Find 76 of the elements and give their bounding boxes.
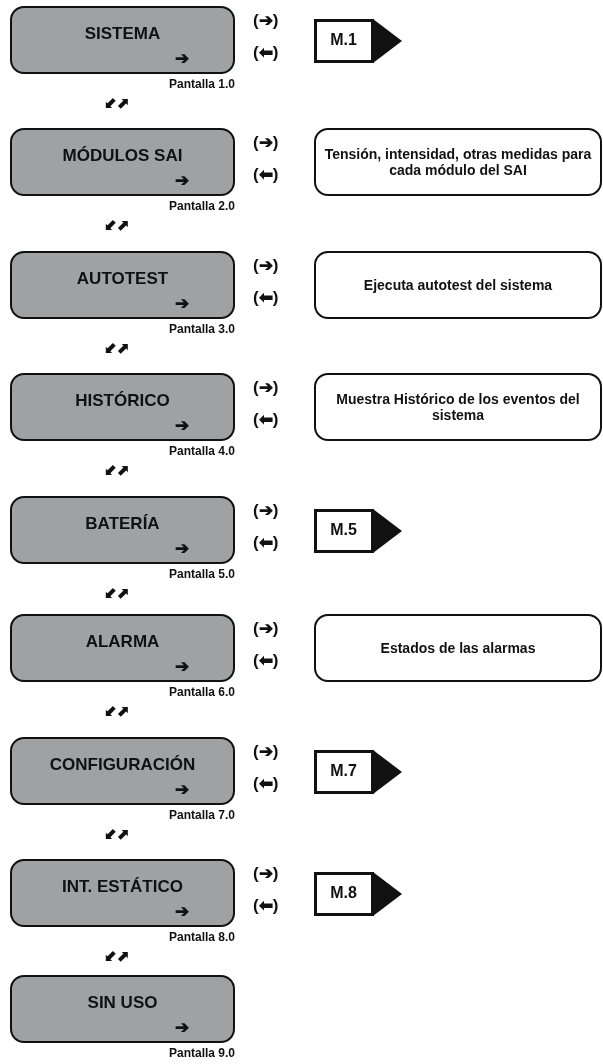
menu-code: M.7 [329, 762, 358, 780]
navigation-arrows: ⬋⬈ [104, 94, 130, 112]
arrow-symbol: ➔ [175, 538, 189, 559]
key-symbol: (⬅) [253, 773, 279, 794]
key-symbol: (➔) [253, 377, 279, 398]
screen-title: MÓDULOS SAI [61, 146, 184, 166]
screen-number: Pantalla 9.0 [168, 1046, 235, 1060]
navigation-arrows: ⬋⬈ [104, 702, 130, 720]
screen-number: Pantalla 4.0 [168, 444, 235, 458]
screen-box [10, 614, 235, 682]
navigation-arrows: ⬋⬈ [104, 216, 130, 234]
screen-title: HISTÓRICO [74, 391, 171, 411]
screen-title: BATERÍA [84, 514, 161, 534]
navigation-arrows: ⬋⬈ [104, 584, 130, 602]
key-symbol: (⬅) [253, 532, 279, 553]
screen-number: Pantalla 2.0 [168, 199, 235, 213]
key-symbol: (➔) [253, 741, 279, 762]
menu-code: M.1 [329, 31, 358, 49]
key-symbol: (⬅) [253, 164, 279, 185]
arrow-symbol: ➔ [175, 901, 189, 922]
menu-tag [314, 19, 402, 63]
navigation-arrows: ⬋⬈ [104, 947, 130, 965]
key-symbol: (⬅) [253, 42, 279, 63]
arrow-symbol: ➔ [175, 656, 189, 677]
screen-box [10, 251, 235, 319]
arrow-symbol: ➔ [175, 779, 189, 800]
screen-box [10, 737, 235, 805]
description-box [314, 614, 602, 682]
arrow-symbol: ➔ [175, 1017, 189, 1038]
screen-number: Pantalla 5.0 [168, 567, 235, 581]
key-symbol: (⬅) [253, 895, 279, 916]
key-symbol: (➔) [253, 255, 279, 276]
arrow-symbol: ➔ [175, 170, 189, 191]
key-symbol: (➔) [253, 500, 279, 521]
screen-number: Pantalla 7.0 [168, 808, 235, 822]
arrow-symbol: ➔ [175, 293, 189, 314]
screen-number: Pantalla 6.0 [168, 685, 235, 699]
menu-tag [314, 872, 402, 916]
screen-number: Pantalla 8.0 [168, 930, 235, 944]
navigation-arrows: ⬋⬈ [104, 825, 130, 843]
description-text: Tensión, intensidad, otras medidas para cada módulo del SAI [324, 145, 592, 179]
screen-box [10, 496, 235, 564]
arrow-symbol: ➔ [175, 415, 189, 436]
screen-title: AUTOTEST [75, 269, 170, 289]
key-symbol: (⬅) [253, 287, 279, 308]
screen-box [10, 859, 235, 927]
key-symbol: (➔) [253, 132, 279, 153]
description-text: Ejecuta autotest del sistema [363, 276, 553, 294]
screen-box [10, 128, 235, 196]
arrow-symbol: ➔ [175, 48, 189, 69]
screen-title: CONFIGURACIÓN [48, 755, 197, 775]
key-symbol: (⬅) [253, 650, 279, 671]
menu-tag [314, 750, 402, 794]
navigation-arrows: ⬋⬈ [104, 461, 130, 479]
screen-number: Pantalla 1.0 [168, 77, 235, 91]
menu-code: M.5 [329, 521, 358, 539]
screen-box [10, 975, 235, 1043]
key-symbol: (➔) [253, 618, 279, 639]
description-text: Estados de las alarmas [380, 639, 536, 657]
screen-title: INT. ESTÁTICO [61, 877, 184, 897]
screen-box [10, 373, 235, 441]
description-box [314, 128, 602, 196]
menu-code: M.8 [329, 884, 358, 902]
description-text: Muestra Histórico de los eventos del sistema [335, 390, 581, 424]
screen-title: SIN USO [86, 993, 159, 1013]
menu-tag [314, 509, 402, 553]
key-symbol: (⬅) [253, 409, 279, 430]
screen-box [10, 6, 235, 74]
navigation-arrows: ⬋⬈ [104, 339, 130, 357]
description-box [314, 373, 602, 441]
description-box [314, 251, 602, 319]
screen-number: Pantalla 3.0 [168, 322, 235, 336]
screen-title: ALARMA [84, 632, 161, 652]
key-symbol: (➔) [253, 863, 279, 884]
screen-title: SISTEMA [83, 24, 162, 44]
key-symbol: (➔) [253, 10, 279, 31]
